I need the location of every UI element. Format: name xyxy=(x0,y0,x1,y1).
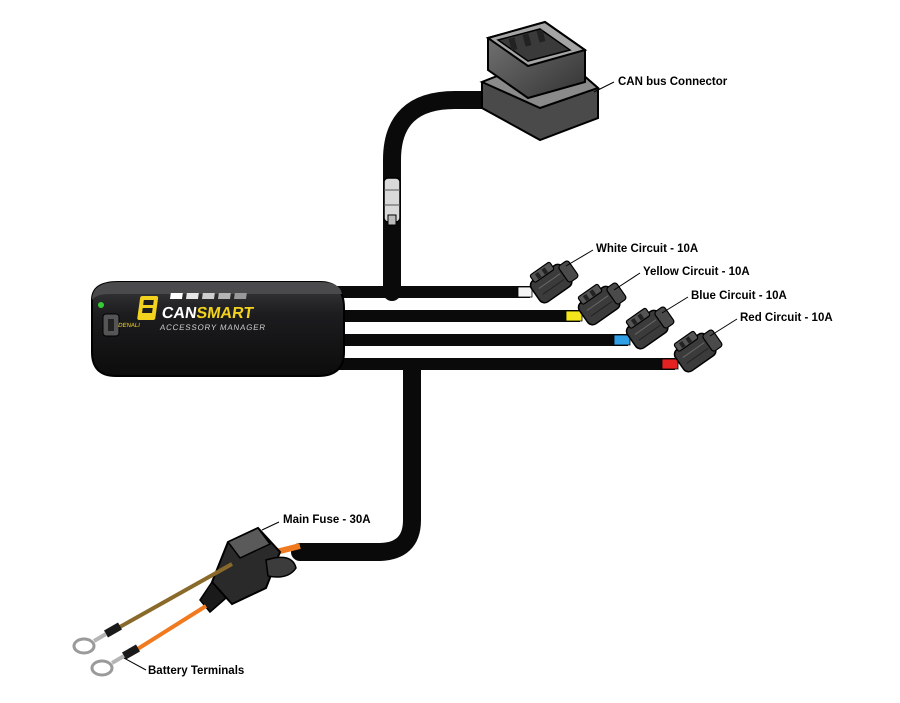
white-circuit-plug xyxy=(523,251,582,306)
battery-terminals-label: Battery Terminals xyxy=(148,665,245,677)
blue-wire-tip xyxy=(613,334,631,346)
battery-wire-brown xyxy=(117,562,233,630)
cansmart-module: DENALI CANSMART ACCESSORY MANAGER xyxy=(91,281,345,377)
denali-logo-text: DENALI xyxy=(118,323,141,329)
module-subtitle: ACCESSORY MANAGER xyxy=(159,323,266,332)
denali-logo xyxy=(137,296,159,320)
white-wire-tip xyxy=(517,286,533,298)
can-bus-connector-label: CAN bus Connector xyxy=(618,76,728,88)
status-bars xyxy=(169,293,247,299)
white-circuit-leader xyxy=(565,249,594,267)
main-fuse-holder xyxy=(199,526,301,614)
fuse-leader xyxy=(261,521,280,531)
yellow-circuit-leader xyxy=(613,272,641,291)
white-circuit-label: White Circuit - 10A xyxy=(596,243,699,255)
can-bus-connector xyxy=(479,20,600,142)
yellow-wire-tip xyxy=(565,310,583,322)
main-fuse-label: Main Fuse - 30A xyxy=(283,514,371,526)
red-wire-tip xyxy=(661,358,679,370)
battery-leader xyxy=(123,657,147,671)
battery-terminal-2 xyxy=(90,644,140,677)
battery-wire-orange xyxy=(134,604,208,652)
battery-terminal-1 xyxy=(72,622,122,655)
red-circuit-label: Red Circuit - 10A xyxy=(740,312,833,324)
can-bus-cable xyxy=(383,91,529,301)
red-circuit-leader xyxy=(709,318,738,337)
blue-circuit-label: Blue Circuit - 10A xyxy=(691,290,787,302)
main-power-cable xyxy=(291,361,421,561)
cansmart-title: CANSMART xyxy=(161,304,255,322)
blue-circuit-leader xyxy=(661,296,689,314)
can-bus-leader xyxy=(593,81,615,93)
cable-splice-sleeve xyxy=(383,177,401,226)
yellow-circuit-label: Yellow Circuit - 10A xyxy=(643,266,750,278)
status-led xyxy=(98,302,104,308)
